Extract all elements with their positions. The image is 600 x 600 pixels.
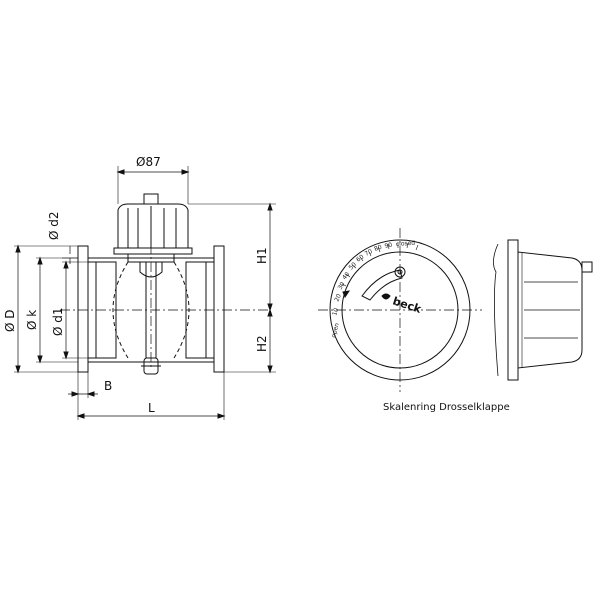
knob-side-view	[493, 239, 593, 381]
dimension-d1	[62, 260, 88, 360]
label-d1: Ø d1	[51, 307, 65, 336]
dial-scale-closed: closed	[396, 240, 416, 248]
dial-scale-60: 60	[355, 253, 365, 263]
dial-scale-10: 10	[331, 307, 340, 317]
dial-slot	[361, 269, 403, 301]
right-flange	[213, 245, 225, 373]
mounting-plate	[507, 239, 519, 381]
label-D: Ø D	[3, 310, 17, 333]
label-d2: Ø d2	[47, 211, 61, 240]
dimension-D	[14, 244, 78, 374]
dial-scale-open: open	[330, 322, 341, 338]
dimension-d2	[62, 246, 78, 264]
label-B: B	[104, 379, 112, 393]
label-d87: Ø87	[136, 155, 161, 169]
dial-scale-30: 30	[337, 281, 347, 291]
dimension-B	[68, 372, 98, 398]
dimension-L	[76, 372, 226, 420]
left-flange	[77, 245, 89, 373]
dial-scale-ticks	[341, 242, 419, 287]
dial-screw	[394, 266, 406, 278]
dial-scale-70: 70	[364, 248, 374, 258]
side-view	[14, 166, 276, 420]
dial-scale-90: 90	[384, 241, 393, 249]
dial-front-view	[318, 228, 482, 392]
knob-body	[517, 251, 583, 369]
caption: Skalenring Drosselklappe	[383, 402, 510, 413]
adjusting-knob	[113, 193, 193, 255]
dimension-d87	[116, 166, 190, 204]
label-k: Ø k	[25, 310, 39, 330]
dial-scale-80: 80	[373, 244, 383, 253]
label-H2: H2	[255, 335, 269, 352]
knob-screw	[581, 261, 593, 273]
dial-scale-50: 50	[348, 261, 358, 271]
dial-scale-40: 40	[341, 271, 351, 281]
label-L: L	[148, 401, 155, 415]
dimension-H	[188, 202, 276, 374]
dial-logo: beck	[391, 294, 423, 316]
dial-scale-20: 20	[333, 293, 343, 303]
label-H1: H1	[255, 247, 269, 264]
